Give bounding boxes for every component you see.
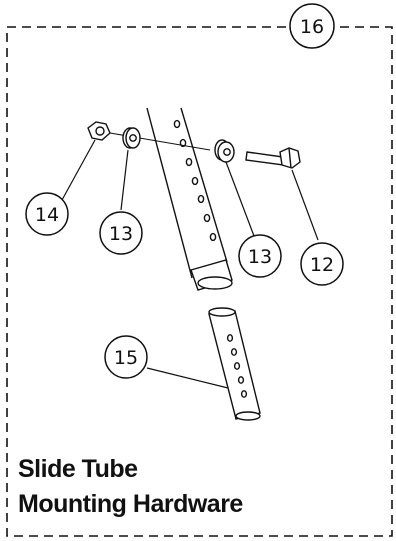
callout-nut: 14 bbox=[25, 192, 69, 236]
main-tube bbox=[146, 107, 233, 291]
svg-text:16: 16 bbox=[300, 16, 324, 38]
washer-right bbox=[214, 139, 235, 163]
caption-line-2: Mounting Hardware bbox=[18, 490, 243, 518]
callout-bolt: 12 bbox=[300, 242, 344, 286]
callout-box-number: 16 bbox=[289, 3, 335, 49]
bolt bbox=[245, 147, 301, 169]
svg-text:15: 15 bbox=[114, 347, 138, 369]
dashed-frame bbox=[6, 26, 393, 537]
callout-washer-left: 13 bbox=[99, 211, 143, 255]
callout-slide-tube: 15 bbox=[104, 335, 148, 379]
svg-text:14: 14 bbox=[35, 204, 59, 226]
svg-text:13: 13 bbox=[109, 223, 133, 245]
svg-text:12: 12 bbox=[310, 254, 334, 276]
washer-left bbox=[122, 127, 141, 149]
slide-tube bbox=[208, 307, 261, 421]
svg-text:13: 13 bbox=[248, 246, 272, 268]
leader-lines bbox=[61, 139, 319, 389]
caption-line-1: Slide Tube bbox=[18, 455, 138, 483]
callout-washer-right: 13 bbox=[238, 234, 282, 278]
nut bbox=[87, 121, 111, 141]
